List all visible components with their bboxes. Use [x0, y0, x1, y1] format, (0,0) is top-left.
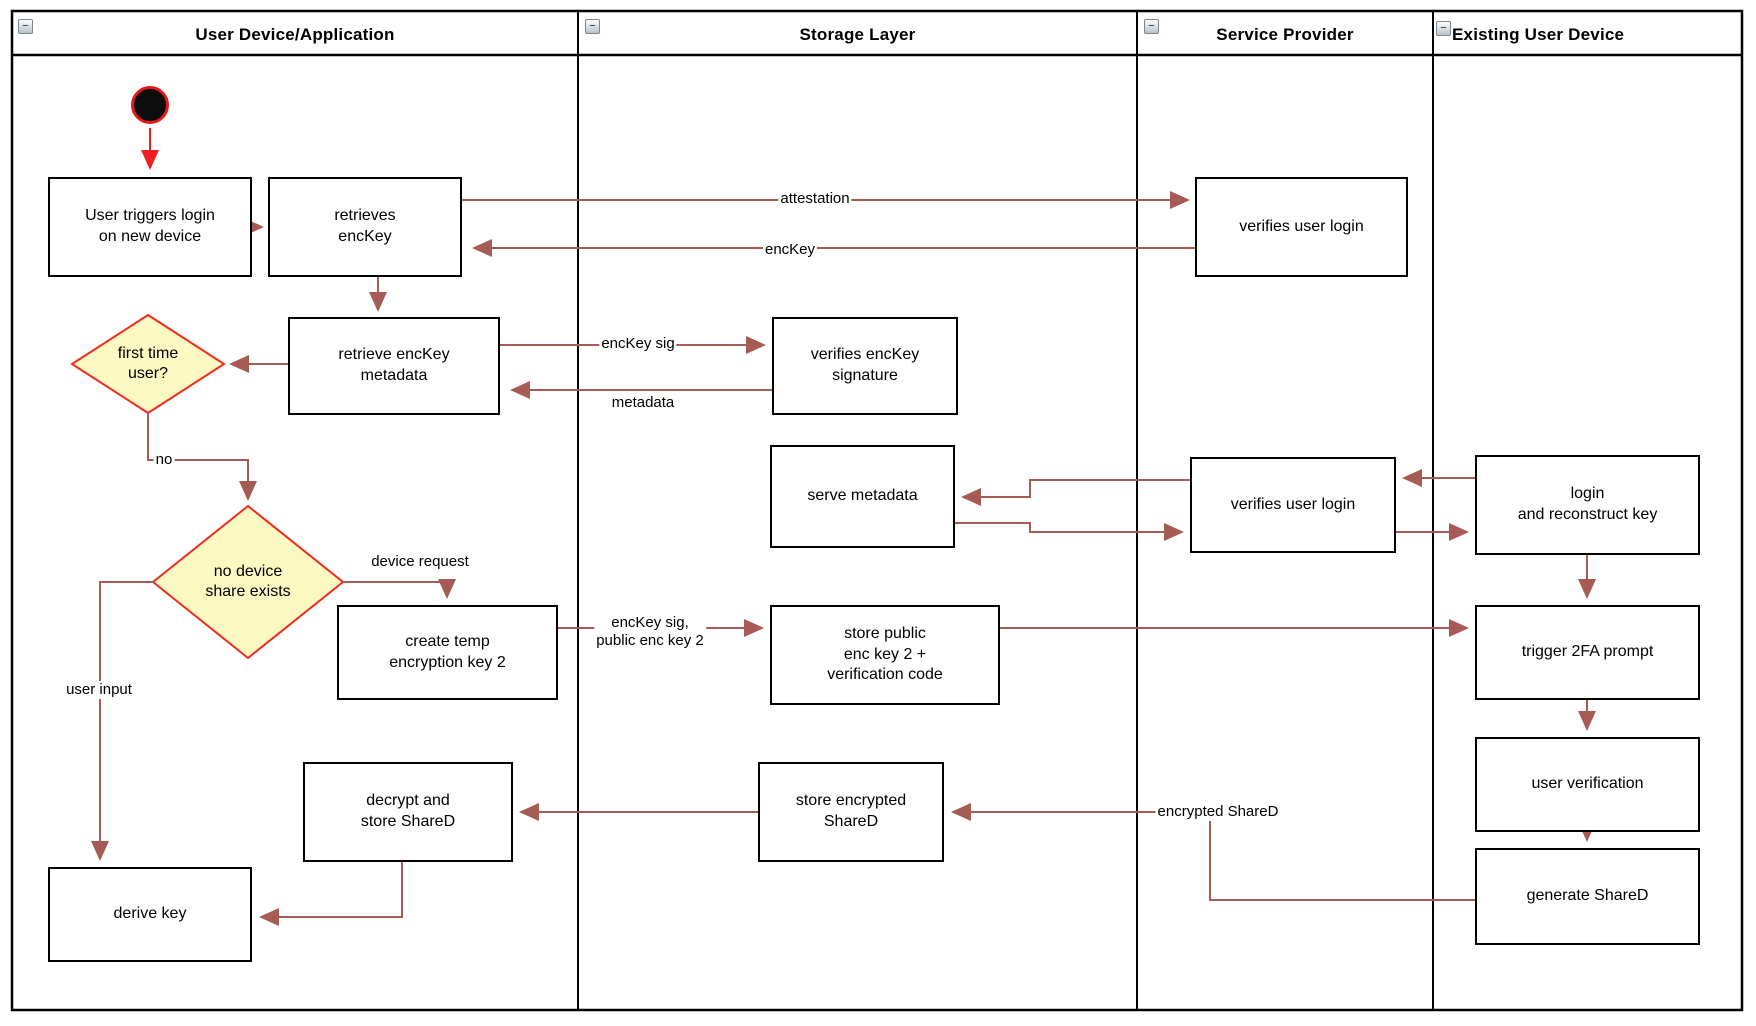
collapse-icon[interactable]: − [585, 19, 600, 34]
edge-label-enckey: encKey [762, 241, 818, 259]
edge-verify2-to-serve [961, 479, 1190, 506]
edge-serve-to-verify2 [955, 522, 1184, 541]
node-verifies-enckey-signature[interactable]: verifies encKey signature [772, 317, 958, 415]
node-retrieve-enckey-metadata[interactable]: retrieve encKey metadata [288, 317, 500, 415]
lane-header-storage-layer[interactable]: Storage Layer [578, 17, 1137, 53]
decision-no-device-share[interactable] [151, 504, 345, 660]
edge-label-encrypted-shared: encrypted ShareD [1155, 803, 1281, 821]
collapse-icon[interactable]: − [1436, 21, 1451, 36]
edge-label-metadata: metadata [609, 394, 677, 412]
edge-label-enckey-sig-public: encKey sig, public enc key 2 [594, 614, 706, 650]
node-login-and-reconstruct-key[interactable]: login and reconstruct key [1475, 455, 1700, 555]
lane-header-existing-user-device[interactable]: Existing User Device [1452, 17, 1740, 53]
edge-label-enckey-sig: encKey sig [599, 335, 677, 353]
edge-device-request [343, 579, 456, 599]
lane-frame [10, 9, 1744, 1012]
lane-title-text: User Device/Application [195, 25, 395, 44]
edge-label-attestation: attestation [778, 190, 852, 208]
decision-label-no-device-share: no device share exists [205, 563, 291, 600]
edge-encrypted-shared [951, 803, 1475, 901]
collapse-icon[interactable]: − [1144, 19, 1159, 34]
lane-title-text: Storage Layer [799, 25, 916, 44]
node-serve-metadata[interactable]: serve metadata [770, 445, 955, 548]
edge-no-branch [147, 413, 257, 501]
lane-header-user-device[interactable]: User Device/Application [12, 17, 578, 53]
node-user-verification[interactable]: user verification [1475, 737, 1700, 832]
edge-decrypt-to-derive [259, 862, 403, 926]
start-node[interactable] [131, 86, 169, 124]
edge-label-device-request: device request [369, 553, 471, 571]
lane-title-text: Service Provider [1216, 25, 1354, 44]
node-decrypt-and-store-shared[interactable]: decrypt and store ShareD [303, 762, 513, 862]
node-create-temp-encryption-key-2[interactable]: create temp encryption key 2 [337, 605, 558, 700]
lane-title-text: Existing User Device [1452, 25, 1625, 44]
node-user-triggers-login[interactable]: User triggers login on new device [48, 177, 252, 277]
edge-label-no: no [153, 451, 175, 469]
node-generate-shared[interactable]: generate ShareD [1475, 848, 1700, 945]
node-trigger-2fa-prompt[interactable]: trigger 2FA prompt [1475, 605, 1700, 700]
edge-user-input [91, 581, 153, 861]
node-derive-key[interactable]: derive key [48, 867, 252, 962]
node-store-public-enc-key-2[interactable]: store public enc key 2 + verification co… [770, 605, 1000, 705]
node-store-encrypted-shared[interactable]: store encrypted ShareD [758, 762, 944, 862]
decision-label-first-time-user: first time user? [117, 345, 179, 382]
node-verifies-user-login-2[interactable]: verifies user login [1190, 457, 1396, 553]
node-verifies-user-login-1[interactable]: verifies user login [1195, 177, 1408, 277]
edge-label-user-input: user input [64, 681, 134, 699]
node-retrieves-enckey[interactable]: retrieves encKey [268, 177, 462, 277]
collapse-icon[interactable]: − [18, 19, 33, 34]
lane-header-service-provider[interactable]: Service Provider [1137, 17, 1433, 53]
